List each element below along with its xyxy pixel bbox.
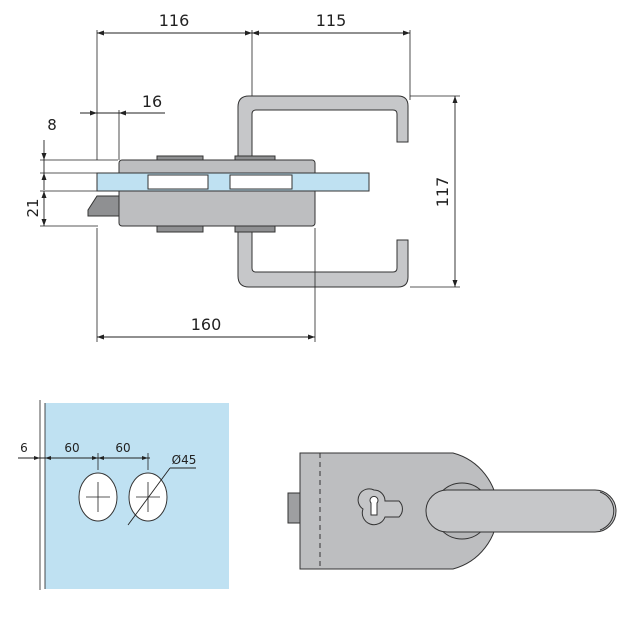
upper-handle (237, 95, 409, 161)
dim-8-label: 8 (47, 116, 57, 134)
dim-117-label: 117 (433, 177, 452, 208)
glass-hole (147, 174, 209, 190)
dim-16-label: 16 (142, 92, 162, 111)
dim-diameter-label: Ø45 (172, 453, 197, 467)
handle-lever (425, 489, 617, 533)
dimension-arrows (41, 191, 47, 226)
dim-21-label: 21 (24, 198, 42, 217)
dim-60-label: 60 (115, 441, 130, 455)
lower-handle (237, 227, 409, 288)
dim-116-label: 116 (159, 11, 190, 30)
diameter-leader (127, 467, 171, 526)
dim-60-label: 60 (64, 441, 79, 455)
dim-160-label: 160 (191, 315, 222, 334)
dimension-arrows (41, 153, 47, 180)
handle-end-cap (599, 491, 615, 531)
keyhole-escutcheon (357, 488, 403, 526)
latch (87, 195, 120, 217)
side-section-view: 116 115 16 8 21 (24, 11, 460, 342)
glass-cutout-view: 6 60 60 Ø45 (18, 400, 229, 590)
dimension-arrows (97, 30, 410, 36)
dim-6-label: 6 (20, 441, 28, 455)
dim-115-label: 115 (316, 11, 347, 30)
keyhole-icon (369, 495, 379, 516)
glass-hole (229, 174, 293, 190)
lock-body (118, 159, 316, 227)
front-view (287, 452, 617, 570)
